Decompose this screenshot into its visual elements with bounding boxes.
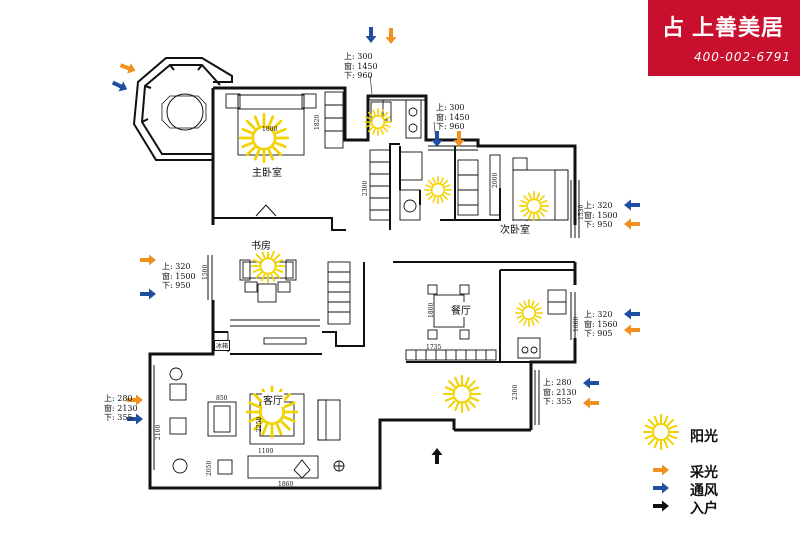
- toilet: [405, 99, 422, 139]
- blue-arrow-icon: [110, 77, 130, 95]
- fridge-label: 冰箱: [214, 340, 231, 351]
- dim-label: 1100: [258, 448, 274, 455]
- blue-arrow-icon: [624, 199, 640, 211]
- brand-logo: 占 上善美居 400-002-6791: [648, 0, 800, 76]
- room-label-dining: 餐厅: [450, 302, 472, 317]
- round-table: [166, 93, 204, 131]
- black-arrow-icon: [431, 448, 443, 464]
- room-label-study: 书房: [250, 237, 272, 252]
- orange-arrow-icon: [140, 254, 156, 266]
- dim-label: 1080: [573, 316, 580, 332]
- orange-arrow-icon: [653, 464, 669, 476]
- blue-arrow-icon: [583, 377, 599, 389]
- dim-label: 2300: [512, 384, 519, 400]
- dim-label: 1530: [578, 204, 585, 220]
- wardrobe: [324, 91, 344, 149]
- room-label-master: 主卧室: [251, 164, 283, 179]
- dim-label: 1860: [278, 481, 294, 488]
- orange-arrow-icon: [583, 397, 599, 409]
- dim-label: 2300: [362, 180, 369, 196]
- study-shelf: [327, 261, 351, 325]
- sun-icon: [514, 298, 544, 328]
- brand-mark: 占: [662, 16, 686, 41]
- blue-arrow-icon: [431, 131, 443, 147]
- dim-label: 1820: [314, 114, 321, 130]
- orange-arrow-icon: [453, 131, 465, 147]
- dim-label: 1735: [426, 344, 442, 351]
- dim-label: 1800: [428, 302, 435, 318]
- orange-arrow-icon: [118, 60, 138, 76]
- dim-label: 2000: [492, 172, 499, 188]
- dim-label: 1800: [262, 126, 278, 133]
- legend-entry-label: 入户: [690, 501, 718, 517]
- legend-sun-label: 阳光: [690, 429, 718, 445]
- blue-arrow-icon: [140, 288, 156, 300]
- blue-arrow-icon: [653, 482, 669, 494]
- orange-arrow-icon: [624, 324, 640, 336]
- dim-label: 2100: [155, 424, 162, 440]
- brand-phone: 400-002-6791: [694, 50, 792, 64]
- dim-label: 850: [216, 395, 228, 402]
- dim-label: 2050: [206, 460, 213, 476]
- sofa: [207, 401, 237, 437]
- bay-window: [132, 57, 233, 161]
- sun-icon: [518, 190, 550, 222]
- room-label-second: 次卧室: [499, 221, 531, 236]
- dim-label: 2250: [256, 416, 263, 432]
- sun-icon: [442, 374, 482, 414]
- legend-wind-label: 通风: [690, 483, 718, 499]
- blue-arrow-icon: [365, 27, 377, 43]
- blue-arrow-icon: [624, 308, 640, 320]
- black-arrow-icon: [653, 500, 669, 512]
- orange-arrow-icon: [624, 218, 640, 230]
- dim-label: 1500: [202, 264, 209, 280]
- sun-icon: [423, 175, 453, 205]
- sun-icon: [250, 248, 286, 284]
- orange-arrow-icon: [385, 28, 397, 44]
- sun-icon: [363, 107, 393, 137]
- legend-light-label: 采光: [690, 465, 718, 481]
- room-label-living: 客厅: [262, 392, 284, 407]
- sun-icon: [642, 413, 680, 451]
- sun-icon: [238, 112, 290, 164]
- brand-name: 上善美居: [692, 16, 785, 41]
